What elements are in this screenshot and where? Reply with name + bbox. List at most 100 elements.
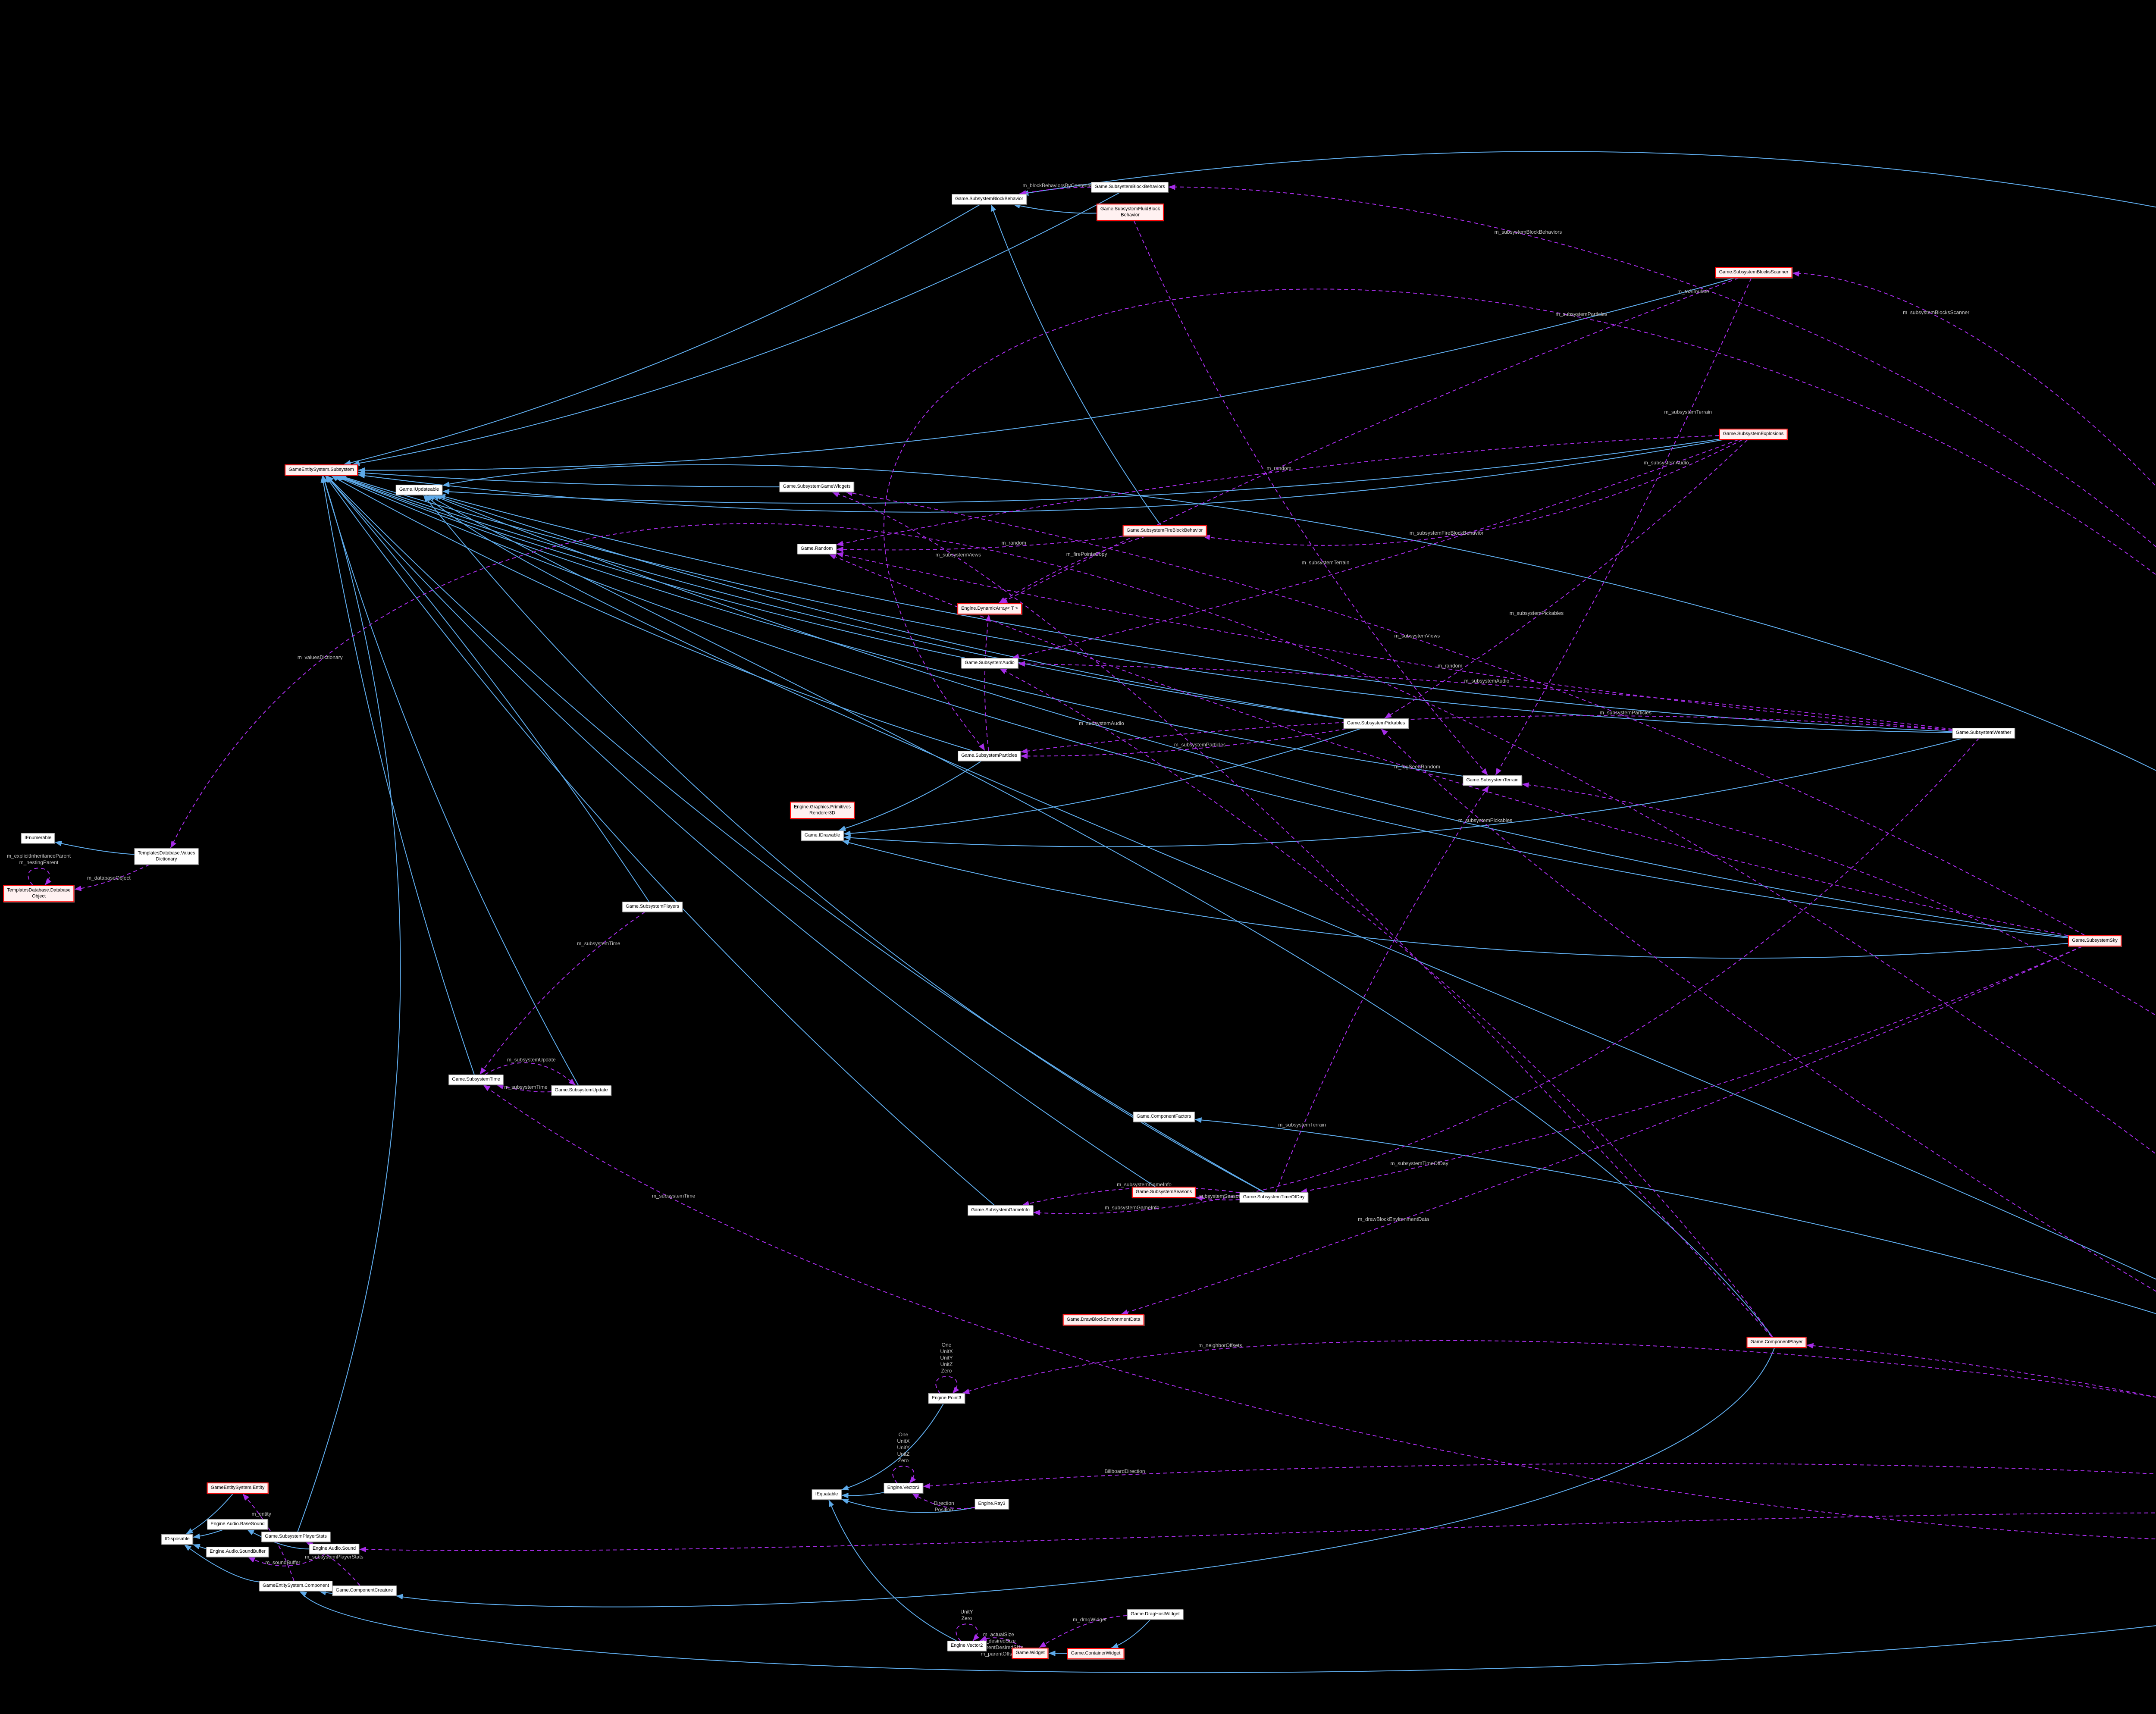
edge-explosions-audio-label: m_subsystemAudio xyxy=(1644,460,1689,466)
node-entity[interactable]: GameEntitySystem.Entity xyxy=(207,1482,269,1494)
edge-playerStats-subsystem-arrow xyxy=(322,476,328,483)
edge-pickables-subsystem xyxy=(337,475,1344,720)
edge-componentLevel-pickables xyxy=(1380,728,2156,1292)
edge-componentLevel-time-label: m_subsystemTime xyxy=(652,1193,696,1199)
edge-point3-iequatable xyxy=(841,1403,944,1491)
edge-baseSound-idisposable-arrow xyxy=(193,1533,201,1539)
node-containerWidget[interactable]: Game.ContainerWidget xyxy=(1067,1648,1125,1659)
edge-fireBlock-blockBehavior-arrow xyxy=(990,204,997,212)
node-fluidBlock[interactable]: Game.SubsystemFluidBlock Behavior xyxy=(1096,204,1164,221)
edge-componentLevel-component-arrow xyxy=(300,1591,307,1597)
node-renderer3d[interactable]: Engine.Graphics.Primitives Renderer3D xyxy=(790,802,855,819)
edge-componentLevel-component xyxy=(299,1591,2156,1673)
edge-creature-playerStats-label: m_subsystemPlayerStats xyxy=(305,1554,363,1560)
edge-componentLevel-vector3-arrow xyxy=(923,1483,930,1489)
edge-componentLevel-blocksScanner-label: m_subsystemBlocksScanner xyxy=(1903,310,1969,316)
edge-pickables-iupdateable xyxy=(434,495,1344,719)
edge-containerWidget-widget-arrow xyxy=(1048,1650,1056,1656)
edge-weather-gameInfo-label: m_subsystemGameInfo xyxy=(1105,1205,1159,1211)
edge-componentLevel-blocksScanner xyxy=(1792,273,2156,487)
edge-weather-particles-arrow xyxy=(1021,748,1028,754)
edge-widget-vector2-label: m_parentOffset xyxy=(981,1651,1016,1657)
edge-componentPlayer-audio-arrow xyxy=(1000,668,1007,674)
edge-particles-subsystem xyxy=(331,475,973,751)
edge-fireBlock-random xyxy=(836,536,1123,551)
edge-gameInfo-subsystem xyxy=(325,475,995,1206)
edge-sky-random-arrow xyxy=(829,554,837,560)
node-explosions[interactable]: Game.SubsystemExplosions xyxy=(1719,429,1788,440)
edge-explosions-audio xyxy=(1012,439,1739,658)
edge-particles-idrawable-arrow xyxy=(838,825,846,831)
edge-blockBehaviors-subsystem xyxy=(352,192,1121,465)
edge-vector3-iequatable-arrow xyxy=(841,1492,849,1498)
edge-terrain-subsystem xyxy=(335,475,1463,777)
edge-pickables-idrawable xyxy=(843,728,1361,835)
edge-time-subsystem xyxy=(322,475,475,1075)
edge-componentLevel-sound-arrow xyxy=(359,1546,367,1552)
node-timeOfDay: Game.SubsystemTimeOfDay xyxy=(1239,1192,1308,1203)
edge-valuesDict-dbObject-arrow xyxy=(74,885,82,891)
edge-componentLevel-valuesDict xyxy=(170,523,2156,1155)
edge-sound-soundBuffer-label: m_soundBuffer xyxy=(265,1560,300,1566)
edge-componentLevel-terrain xyxy=(1522,783,2156,1016)
edge-playerStats-subsystem xyxy=(297,475,401,1532)
loop-point3 xyxy=(935,1376,958,1394)
edge-componentLevel-blockBehaviors-label: m_subsystemBlockBehaviors xyxy=(1495,229,1562,235)
node-dbObject[interactable]: TemplatesDatabase.Database Object xyxy=(3,885,75,902)
edge-ray3-iequatable xyxy=(841,1499,975,1513)
node-fireBlock[interactable]: Game.SubsystemFireBlockBehavior xyxy=(1122,525,1207,536)
edge-soundBuffer-idisposable-arrow xyxy=(193,1544,201,1550)
node-widget[interactable]: Game.Widget xyxy=(1012,1648,1049,1659)
edge-componentLevel-time-arrow xyxy=(483,1085,491,1091)
edge-componentLevel-pickables-label: m_subsystemPickables xyxy=(1458,817,1512,823)
edge-sky-gameWidgets-label: m_subsystemViews xyxy=(1394,633,1440,639)
edge-fluidBlock-blockBehavior xyxy=(1013,204,1097,214)
edge-componentLevel-valuesDict-arrow xyxy=(170,840,176,848)
edge-point3-iequatable-arrow xyxy=(841,1485,849,1491)
node-blocksScanner[interactable]: Game.SubsystemBlocksScanner xyxy=(1715,267,1792,278)
node-drawBlockEnv[interactable]: Game.DrawBlockEnvironmentData xyxy=(1062,1314,1144,1325)
loop-vector2-label: Zero xyxy=(962,1615,972,1621)
node-sky[interactable]: Game.SubsystemSky xyxy=(2068,935,2122,946)
edge-componentLevel-point3-label: m_neighborOffsets xyxy=(1198,1342,1242,1348)
loop-dbObject xyxy=(28,868,50,886)
node-vector2: Engine.Vector2 xyxy=(947,1641,987,1651)
loop-point3-arrow xyxy=(953,1386,959,1394)
node-audio: Game.SubsystemAudio xyxy=(961,658,1018,668)
edge-componentPlayer-audio xyxy=(999,668,1773,1337)
edge-sound-soundBuffer xyxy=(248,1554,326,1567)
edge-sky-iupdateable xyxy=(432,495,2068,937)
edge-fireBlock-blockBehavior xyxy=(990,204,1161,526)
edge-widget-vector2-arrow xyxy=(980,1636,987,1641)
node-dynamicArray[interactable]: Engine.DynamicArray< T > xyxy=(957,603,1022,614)
edge-component-entity-label: m_entity xyxy=(252,1511,271,1517)
node-subsystem[interactable]: GameEntitySystem.Subsystem xyxy=(285,464,358,476)
loop-vector3-label: UnitY xyxy=(897,1445,909,1451)
edge-componentPlayer-gameWidgets-label: m_subsystemViews xyxy=(935,552,981,558)
edge-particles-dynamicArray-arrow xyxy=(985,614,991,622)
loop-vector3 xyxy=(892,1466,915,1484)
edge-pickables-iupdateable-arrow xyxy=(434,494,442,500)
edge-weather-idrawable-arrow xyxy=(843,835,851,841)
node-componentPlayer[interactable]: Game.ComponentPlayer xyxy=(1746,1337,1807,1348)
edge-players-time xyxy=(479,912,646,1075)
edge-creature-playerStats xyxy=(306,1542,360,1586)
node-seasons[interactable]: Game.SubsystemSeasons xyxy=(1131,1187,1196,1198)
edge-component-idisposable xyxy=(184,1544,260,1582)
edge-fluidBlock-terrain xyxy=(1133,220,1489,776)
edge-dragHost-containerWidget-arrow xyxy=(1111,1643,1119,1648)
edge-timeOfDay-seasons-label: m_subsystemSeasons xyxy=(1192,1193,1244,1199)
edge-explosions-fireBlock-label: m_subsystemFireBlockBehavior xyxy=(1410,530,1483,536)
node-ray3: Engine.Ray3 xyxy=(975,1499,1009,1509)
edge-time-update xyxy=(484,1062,576,1086)
node-random: Game.Random xyxy=(797,544,837,554)
loop-vector3-label: One xyxy=(899,1432,909,1438)
loop-point3-label: UnitY xyxy=(940,1355,953,1361)
edge-componentLevel-pickables-arrow xyxy=(1381,729,1388,736)
edge-pickables-particles-arrow xyxy=(1021,753,1028,759)
edge-ray3-vector3-label: Direction xyxy=(934,1500,954,1506)
edge-blocksScanner-terrain xyxy=(1495,278,1752,776)
edge-componentPlayer-gameWidgets-arrow xyxy=(832,492,840,498)
